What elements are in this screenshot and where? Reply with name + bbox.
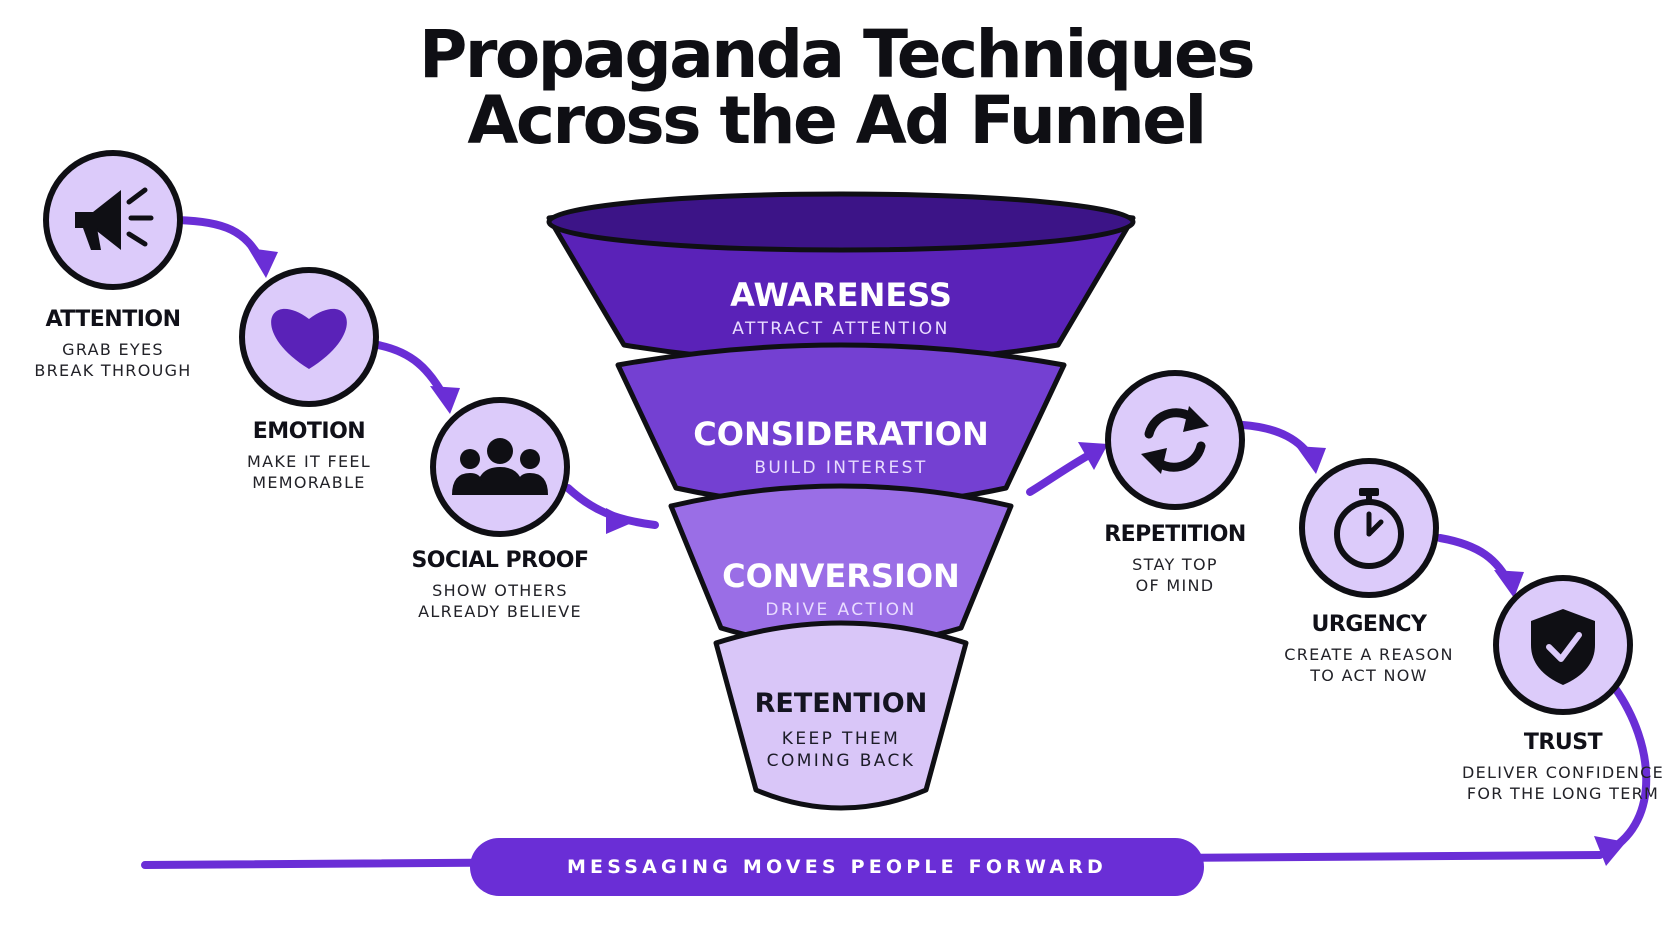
technique-circle-repetition xyxy=(1105,370,1245,510)
technique-name: URGENCY xyxy=(1311,612,1427,637)
refresh-icon xyxy=(1141,406,1209,474)
technique-circles xyxy=(43,150,1633,715)
stage-name: RETENTION xyxy=(754,688,928,719)
arrowhead-icon xyxy=(430,386,460,414)
funnel-segment-retention xyxy=(713,620,969,811)
technique-name: TRUST xyxy=(1523,730,1603,755)
page-title-line-1: Propaganda Techniques xyxy=(418,16,1256,93)
technique-desc: STAY TOP OF MIND xyxy=(1104,554,1246,596)
technique-desc-line: GRAB EYES xyxy=(62,340,164,359)
technique-desc: GRAB EYES BREAK THROUGH xyxy=(34,339,191,381)
stage-name: CONSIDERATION xyxy=(693,415,989,453)
stage-subtitle: BUILD INTEREST xyxy=(754,458,928,478)
technique-name: REPETITION xyxy=(1104,522,1246,547)
page-title-line-2: Across the Ad Funnel xyxy=(467,82,1207,159)
technique-circle-attention xyxy=(43,150,183,290)
connector-social-proof-funnel xyxy=(564,484,659,529)
arrowhead-icon xyxy=(1594,836,1626,866)
technique-desc-line: SHOW OTHERS xyxy=(432,581,568,600)
arrowhead-icon xyxy=(248,248,278,278)
technique-label-social-proof: SOCIAL PROOF SHOW OTHERS ALREADY BELIEVE xyxy=(411,548,589,622)
funnel xyxy=(546,191,1136,811)
arrowhead-icon xyxy=(1296,446,1326,474)
stopwatch-icon xyxy=(1334,488,1404,569)
technique-circle-emotion xyxy=(239,267,379,407)
technique-label-trust: TRUST DELIVER CONFIDENCE FOR THE LONG TE… xyxy=(1462,730,1664,804)
technique-desc: CREATE A REASON TO ACT NOW xyxy=(1284,644,1454,686)
banner-text: MESSAGING MOVES PEOPLE FORWARD xyxy=(566,856,1108,878)
arrowhead-icon xyxy=(1494,570,1524,598)
shield-check-icon xyxy=(1531,609,1595,685)
people-icon xyxy=(452,438,548,495)
technique-name: ATTENTION xyxy=(45,307,181,332)
technique-desc-line: DELIVER CONFIDENCE xyxy=(1461,763,1665,782)
technique-desc-line: MAKE IT FEEL xyxy=(247,452,371,471)
stage-name: CONVERSION xyxy=(722,557,960,595)
stage-subtitle: ATTRACT ATTENTION xyxy=(732,319,950,339)
technique-desc-line: ALREADY BELIEVE xyxy=(418,602,582,621)
funnel-stage-awareness: AWARENESS ATTRACT ATTENTION xyxy=(730,277,952,340)
funnel-rim xyxy=(546,191,1136,253)
megaphone-icon xyxy=(75,187,154,250)
messaging-banner: MESSAGING MOVES PEOPLE FORWARD xyxy=(470,838,1204,896)
technique-desc-line: TO ACT NOW xyxy=(1310,666,1428,685)
technique-circle-social-proof xyxy=(430,397,570,537)
technique-circle-trust xyxy=(1493,575,1633,715)
technique-name: EMOTION xyxy=(252,419,366,444)
technique-circle-urgency xyxy=(1299,458,1439,598)
stage-subtitle: DRIVE ACTION xyxy=(765,600,917,620)
arrowhead-icon xyxy=(1078,442,1108,470)
technique-desc-line: BREAK THROUGH xyxy=(34,361,192,380)
technique-desc-line: CREATE A REASON xyxy=(1284,645,1454,664)
technique-label-repetition: REPETITION STAY TOP OF MIND xyxy=(1104,522,1246,596)
technique-name: SOCIAL PROOF xyxy=(411,548,589,573)
stage-subtitle: KEEP THEM COMING BACK xyxy=(766,729,916,771)
technique-label-urgency: URGENCY CREATE A REASON TO ACT NOW xyxy=(1284,612,1454,686)
technique-desc-line: FOR THE LONG TERM xyxy=(1466,784,1660,803)
technique-label-emotion: EMOTION MAKE IT FEEL MEMORABLE xyxy=(247,419,371,493)
connector-trust-curve xyxy=(1606,684,1651,854)
funnel-stage-consideration: CONSIDERATION BUILD INTEREST xyxy=(693,416,988,479)
technique-desc-line: STAY TOP xyxy=(1132,555,1218,574)
connector-attention-emotion xyxy=(174,216,266,266)
technique-desc: SHOW OTHERS ALREADY BELIEVE xyxy=(411,580,588,622)
funnel-stage-retention: RETENTION KEEP THEM COMING BACK xyxy=(741,686,941,772)
flow-arrowheads xyxy=(248,248,1626,866)
technique-desc: MAKE IT FEEL MEMORABLE xyxy=(247,451,371,493)
arrowhead-icon xyxy=(606,508,634,534)
stage-name: AWARENESS xyxy=(730,276,952,314)
connector-urgency-trust xyxy=(1436,534,1514,589)
technique-label-attention: ATTENTION GRAB EYES BREAK THROUGH xyxy=(34,307,191,381)
technique-desc-line: OF MIND xyxy=(1135,576,1215,595)
technique-desc: DELIVER CONFIDENCE FOR THE LONG TERM xyxy=(1462,762,1664,804)
heart-icon xyxy=(271,308,347,369)
funnel-stage-conversion: CONVERSION DRIVE ACTION xyxy=(722,558,960,621)
technique-desc-line: MEMORABLE xyxy=(252,473,366,492)
